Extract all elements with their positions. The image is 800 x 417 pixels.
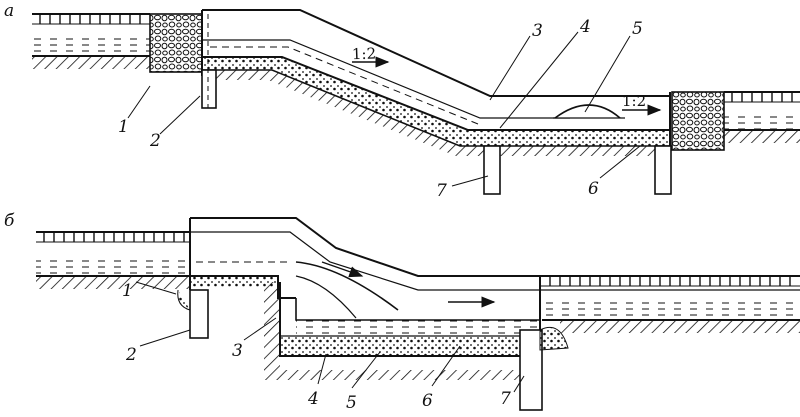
diagram-a-callout-4: 4 (579, 17, 591, 37)
diagram-a-callout-3: 3 (532, 21, 543, 41)
diagram-b-tag: б (4, 211, 15, 231)
diagram-a-callout-6: 6 (588, 179, 599, 199)
diagram-a-callout-5: 5 (632, 19, 643, 39)
diagram-a-leaders (127, 31, 641, 187)
diagram-a: а (4, 1, 800, 201)
svg-text:1:2: 1:2 (352, 44, 377, 63)
diagram-a-cutoff-2 (201, 69, 217, 109)
diagram-b: б (4, 211, 800, 413)
diagram-a-callout-7: 7 (436, 181, 447, 201)
diagram-b-callout-7: 7 (500, 389, 511, 409)
diagram-a-slope-label-1: 1:2 (352, 44, 390, 68)
diagram-b-callout-2: 2 (125, 345, 137, 365)
diagram-b-leaders (135, 281, 525, 393)
diagram-b-ground-left (36, 231, 190, 289)
diagram-b-callout-5: 5 (346, 393, 357, 413)
diagram-b-callout-6: 6 (422, 391, 433, 411)
diagram-b-drop-structure (189, 217, 800, 380)
diagram-b-cutoff-2 (189, 289, 209, 339)
diagram-a-tag: а (4, 1, 14, 21)
svg-text:1:2: 1:2 (622, 92, 646, 110)
diagram-a-callout-2: 2 (149, 131, 161, 151)
diagram-a-gravel-filter-left (149, 13, 203, 73)
diagram-a-cutoff-7b (654, 145, 672, 195)
diagram-b-callout-1: 1 (122, 281, 133, 301)
diagram-a-ground-left (32, 13, 150, 69)
diagram-a-ground-right (724, 91, 800, 143)
diagram-b-cutoff-7 (519, 329, 543, 411)
diagram-b-flow-arrow-1 (321, 261, 364, 278)
diagram-a-cutoff-7a (483, 145, 501, 195)
diagram-b-callout-3: 3 (232, 341, 243, 361)
diagram-b-ground-right (540, 275, 800, 333)
diagram-b-callout-4: 4 (307, 389, 319, 409)
diagram-a-drop-structure (201, 9, 671, 156)
diagram-a-callout-1: 1 (118, 117, 129, 137)
diagram-a-slope-label-2: 1:2 (622, 92, 662, 116)
diagram-a-gravel-filter-right (671, 91, 725, 151)
